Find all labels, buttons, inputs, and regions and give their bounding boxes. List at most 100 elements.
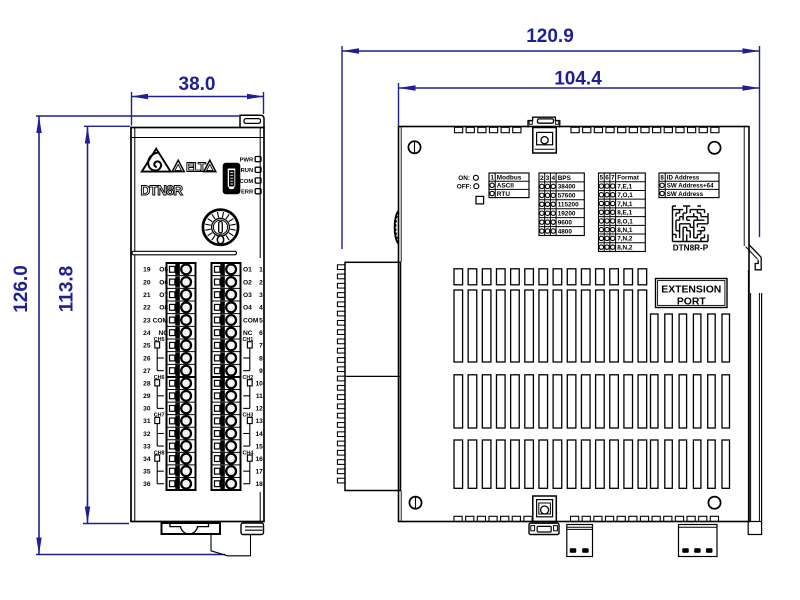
- svg-text:CH4: CH4: [243, 450, 254, 456]
- svg-text:12: 12: [255, 406, 263, 413]
- svg-text:1: 1: [259, 267, 263, 274]
- svg-text:O2: O2: [243, 279, 252, 286]
- svg-text:4: 4: [551, 175, 555, 182]
- svg-text:CH1: CH1: [243, 337, 254, 343]
- svg-text:3: 3: [259, 292, 263, 299]
- svg-text:6: 6: [259, 330, 263, 337]
- svg-text:O8: O8: [159, 305, 168, 312]
- svg-text:BPS: BPS: [558, 175, 572, 182]
- svg-text:4: 4: [259, 305, 263, 312]
- svg-text:34: 34: [143, 456, 151, 463]
- svg-text:8: 8: [259, 355, 263, 362]
- svg-text:31: 31: [143, 418, 151, 425]
- svg-text:1: 1: [490, 174, 494, 181]
- svg-text:5: 5: [259, 317, 263, 324]
- svg-text:4800: 4800: [558, 228, 573, 235]
- svg-text:O7: O7: [159, 292, 168, 299]
- svg-text:RUN: RUN: [241, 168, 254, 174]
- svg-text:7,N,1: 7,N,1: [617, 201, 633, 208]
- svg-text:PORT: PORT: [677, 296, 707, 307]
- svg-text:RTU: RTU: [497, 191, 511, 198]
- svg-text:22: 22: [143, 305, 151, 312]
- svg-text:19: 19: [143, 267, 151, 274]
- svg-text:17: 17: [255, 468, 263, 475]
- svg-text:O3: O3: [243, 292, 252, 299]
- svg-text:36: 36: [143, 481, 151, 488]
- svg-text:6: 6: [605, 175, 609, 182]
- svg-text:25: 25: [143, 343, 151, 350]
- svg-text:O6: O6: [159, 279, 168, 286]
- svg-text:120.9: 120.9: [526, 26, 574, 47]
- svg-text:38400: 38400: [558, 184, 576, 191]
- svg-text:16: 16: [255, 456, 263, 463]
- svg-text:DTN8R: DTN8R: [141, 183, 184, 198]
- svg-text:O1: O1: [243, 267, 252, 274]
- svg-text:ERR: ERR: [241, 190, 254, 196]
- svg-text:O5: O5: [159, 267, 168, 274]
- svg-text:EXTENSION: EXTENSION: [661, 285, 721, 296]
- svg-text:ELT: ELT: [186, 160, 206, 175]
- svg-text:15: 15: [255, 443, 263, 450]
- svg-text:PWR: PWR: [240, 157, 254, 163]
- svg-text:CH6: CH6: [154, 375, 165, 381]
- svg-text:COM: COM: [240, 179, 254, 185]
- svg-text:18: 18: [255, 481, 263, 488]
- svg-text:9: 9: [259, 368, 263, 375]
- svg-text:Format: Format: [617, 175, 640, 182]
- svg-text:2: 2: [259, 279, 263, 286]
- svg-text:7,N,2: 7,N,2: [617, 236, 633, 243]
- svg-text:8,E,1: 8,E,1: [617, 210, 632, 217]
- svg-text:38.0: 38.0: [179, 74, 216, 95]
- svg-text:ID Address: ID Address: [667, 174, 700, 181]
- svg-text:NC: NC: [158, 330, 168, 337]
- svg-text:7,O,1: 7,O,1: [617, 192, 633, 199]
- svg-text:24: 24: [143, 330, 151, 337]
- svg-text:33: 33: [143, 443, 151, 450]
- svg-text:OFF:: OFF:: [457, 184, 472, 191]
- svg-text:Modbus: Modbus: [497, 174, 522, 181]
- svg-text:26: 26: [143, 355, 151, 362]
- svg-text:104.4: 104.4: [554, 69, 602, 90]
- svg-text:21: 21: [143, 292, 151, 299]
- svg-text:13: 13: [255, 418, 263, 425]
- svg-text:CH5: CH5: [154, 337, 165, 343]
- svg-text:COM: COM: [153, 317, 169, 324]
- svg-text:32: 32: [143, 431, 151, 438]
- svg-text:5: 5: [600, 175, 604, 182]
- svg-text:11: 11: [256, 393, 263, 400]
- svg-text:7: 7: [259, 343, 263, 350]
- svg-text:23: 23: [143, 317, 151, 324]
- svg-text:7: 7: [611, 175, 615, 182]
- svg-text:57600: 57600: [558, 193, 576, 200]
- svg-text:DTN8R-P: DTN8R-P: [673, 244, 709, 253]
- svg-text:7,E,1: 7,E,1: [617, 183, 632, 190]
- svg-text:10: 10: [255, 381, 263, 388]
- svg-text:14: 14: [255, 431, 263, 438]
- svg-text:8,N,1: 8,N,1: [617, 227, 633, 234]
- svg-text:CH2: CH2: [243, 375, 254, 381]
- svg-text:29: 29: [143, 393, 151, 400]
- svg-text:19200: 19200: [558, 210, 576, 217]
- svg-text:9600: 9600: [558, 219, 573, 226]
- svg-text:20: 20: [143, 279, 151, 286]
- svg-text:ASCII: ASCII: [497, 183, 514, 190]
- svg-text:SW Address+64: SW Address+64: [667, 183, 714, 190]
- svg-text:CH7: CH7: [154, 413, 165, 419]
- svg-text:115200: 115200: [558, 202, 579, 209]
- svg-text:3: 3: [546, 175, 550, 182]
- svg-text:CH3: CH3: [243, 413, 254, 419]
- svg-text:8,N,2: 8,N,2: [617, 244, 633, 251]
- svg-text:126.0: 126.0: [11, 265, 32, 313]
- svg-text:O4: O4: [243, 305, 252, 312]
- svg-text:28: 28: [143, 381, 151, 388]
- svg-text:8,O,1: 8,O,1: [617, 218, 633, 225]
- svg-text:35: 35: [143, 468, 151, 475]
- svg-text:NC: NC: [243, 330, 253, 337]
- svg-text:8: 8: [660, 174, 664, 181]
- svg-text:30: 30: [143, 406, 151, 413]
- svg-text:CH8: CH8: [154, 450, 165, 456]
- svg-text:COM: COM: [243, 317, 259, 324]
- svg-text:SW Address: SW Address: [667, 191, 704, 198]
- svg-text:27: 27: [143, 368, 151, 375]
- svg-text:ON:: ON:: [458, 175, 470, 182]
